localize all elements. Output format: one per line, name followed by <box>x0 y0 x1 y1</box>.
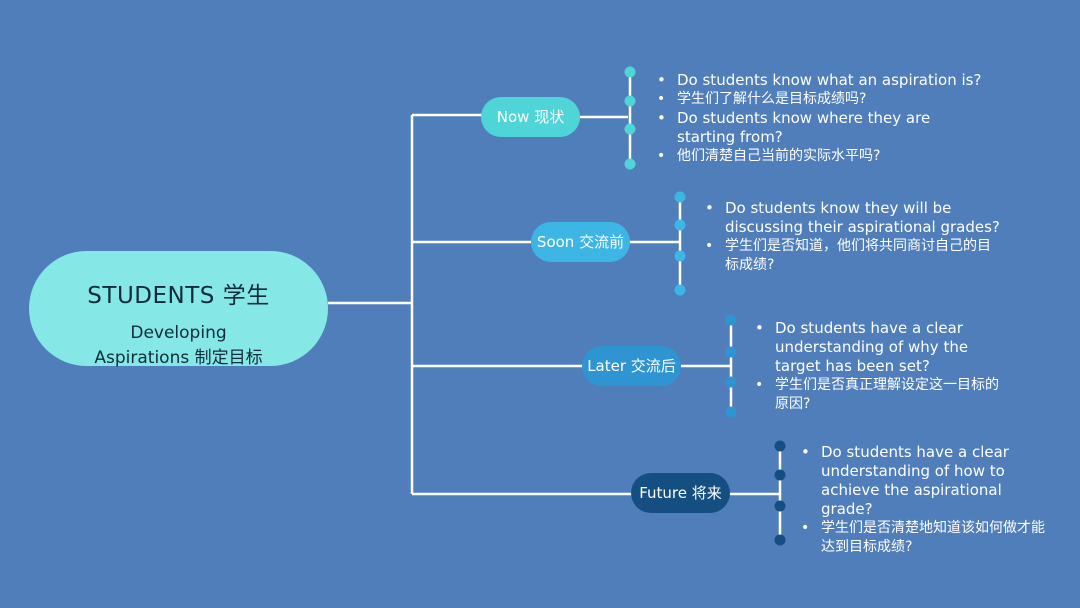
branch-2-dot-1 <box>674 191 686 203</box>
branch-3-dot-4 <box>725 406 737 418</box>
branch-1-dot-3 <box>624 123 636 135</box>
branch-4-dot-1 <box>774 440 786 452</box>
root-node: STUDENTS 学生 Developing Aspirations 制定目标 <box>29 251 328 368</box>
future-questions: Do students have a clear understanding o… <box>799 443 1049 557</box>
branch-3-dot-1 <box>725 314 737 326</box>
branch-4-dot-3 <box>774 500 786 512</box>
branch-4-dot-4 <box>774 534 786 546</box>
branch-now-pill: Now 现状 <box>481 97 580 137</box>
soon-questions: Do students know they will be discussing… <box>703 199 1003 275</box>
now-question-4: 他们清楚自己当前的实际水平吗? <box>655 147 1035 166</box>
branch-3-dot-2 <box>725 346 737 358</box>
branch-1-dot-1 <box>624 66 636 78</box>
branch-4-dot-2 <box>774 469 786 481</box>
branch-future-pill: Future 将来 <box>631 473 730 513</box>
branch-2-dot-3 <box>674 250 686 262</box>
branch-later-pill: Later 交流后 <box>582 346 681 386</box>
root-subtitle-line1: Developing <box>130 323 227 343</box>
root-subtitle-line2: Aspirations 制定目标 <box>94 348 263 368</box>
now-questions: Do students know what an aspiration is? … <box>655 71 1035 166</box>
branch-2-dot-2 <box>674 219 686 231</box>
future-question-2: 学生们是否清楚地知道该如何做才能达到目标成绩? <box>799 519 1049 557</box>
now-question-2: 学生们了解什么是目标成绩吗? <box>655 90 1035 109</box>
root-title: STUDENTS 学生 <box>87 283 270 309</box>
branch-1-dot-4 <box>624 158 636 170</box>
soon-question-1: Do students know they will be discussing… <box>703 199 1003 237</box>
later-question-1: Do students have a clear understanding o… <box>753 319 1003 376</box>
now-question-3: Do students know where they are starting… <box>655 109 977 147</box>
soon-question-2: 学生们是否知道，他们将共同商讨自己的目标成绩? <box>703 237 1003 275</box>
later-question-2: 学生们是否真正理解设定这一目标的原因? <box>753 376 1003 414</box>
branch-1-dot-2 <box>624 95 636 107</box>
branch-soon-pill: Soon 交流前 <box>531 222 630 262</box>
now-question-1: Do students know what an aspiration is? <box>655 71 1035 90</box>
root-subtitle: Developing Aspirations 制定目标 <box>29 321 328 371</box>
future-question-1: Do students have a clear understanding o… <box>799 443 1049 519</box>
branch-3-dot-3 <box>725 376 737 388</box>
branch-2-dot-4 <box>674 284 686 296</box>
later-questions: Do students have a clear understanding o… <box>753 319 1003 414</box>
